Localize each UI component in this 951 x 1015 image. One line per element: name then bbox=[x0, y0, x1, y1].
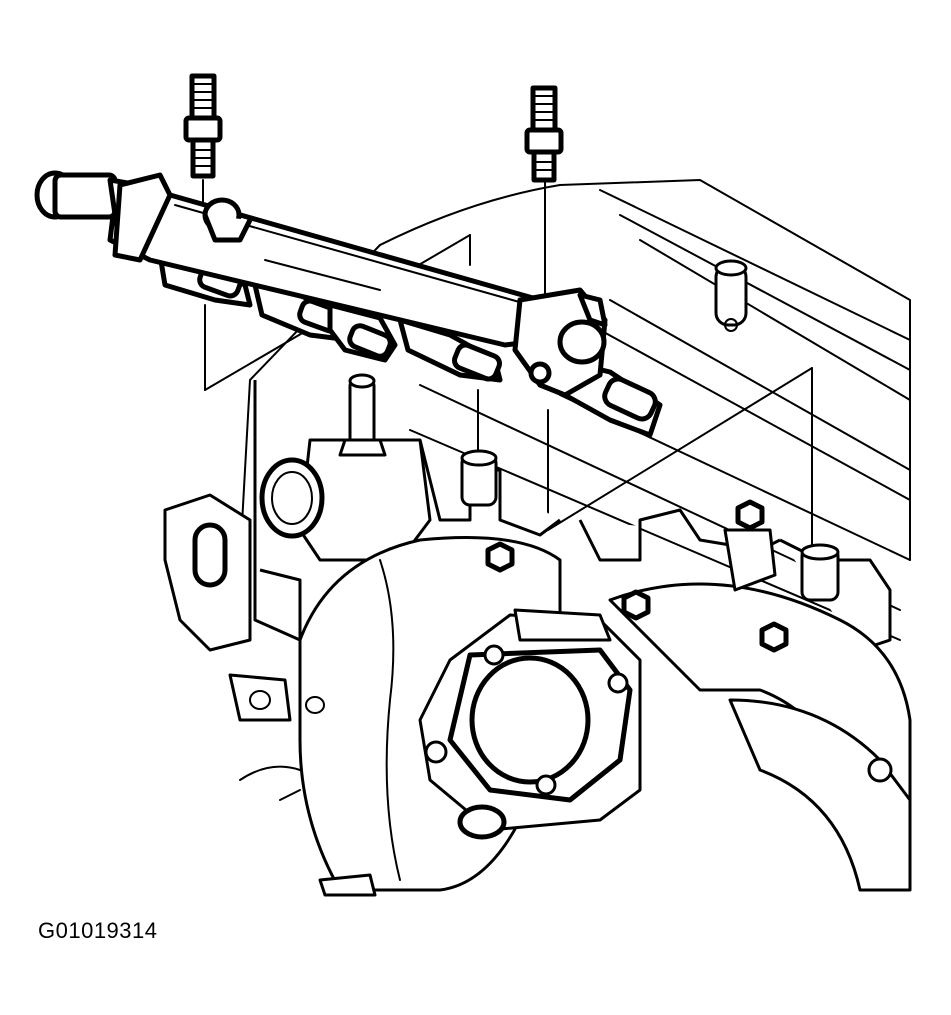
fuel-rail bbox=[34, 170, 608, 398]
fuel-injector-3 bbox=[327, 302, 398, 363]
fuel-rail-exploded-diagram bbox=[34, 73, 912, 897]
valve-cover-boss bbox=[714, 259, 748, 332]
intake-port-row bbox=[253, 380, 892, 652]
fuel-rail-bolt-right bbox=[524, 85, 564, 183]
mounting-bracket bbox=[163, 493, 292, 722]
fuel-rail-bolt-left bbox=[183, 73, 223, 179]
coolant-outlet bbox=[259, 373, 432, 562]
manifold-nut bbox=[485, 499, 789, 653]
figure-id-label: G01019314 bbox=[38, 918, 158, 943]
fuel-injector-4 bbox=[397, 317, 503, 383]
throttle-body bbox=[418, 608, 642, 840]
